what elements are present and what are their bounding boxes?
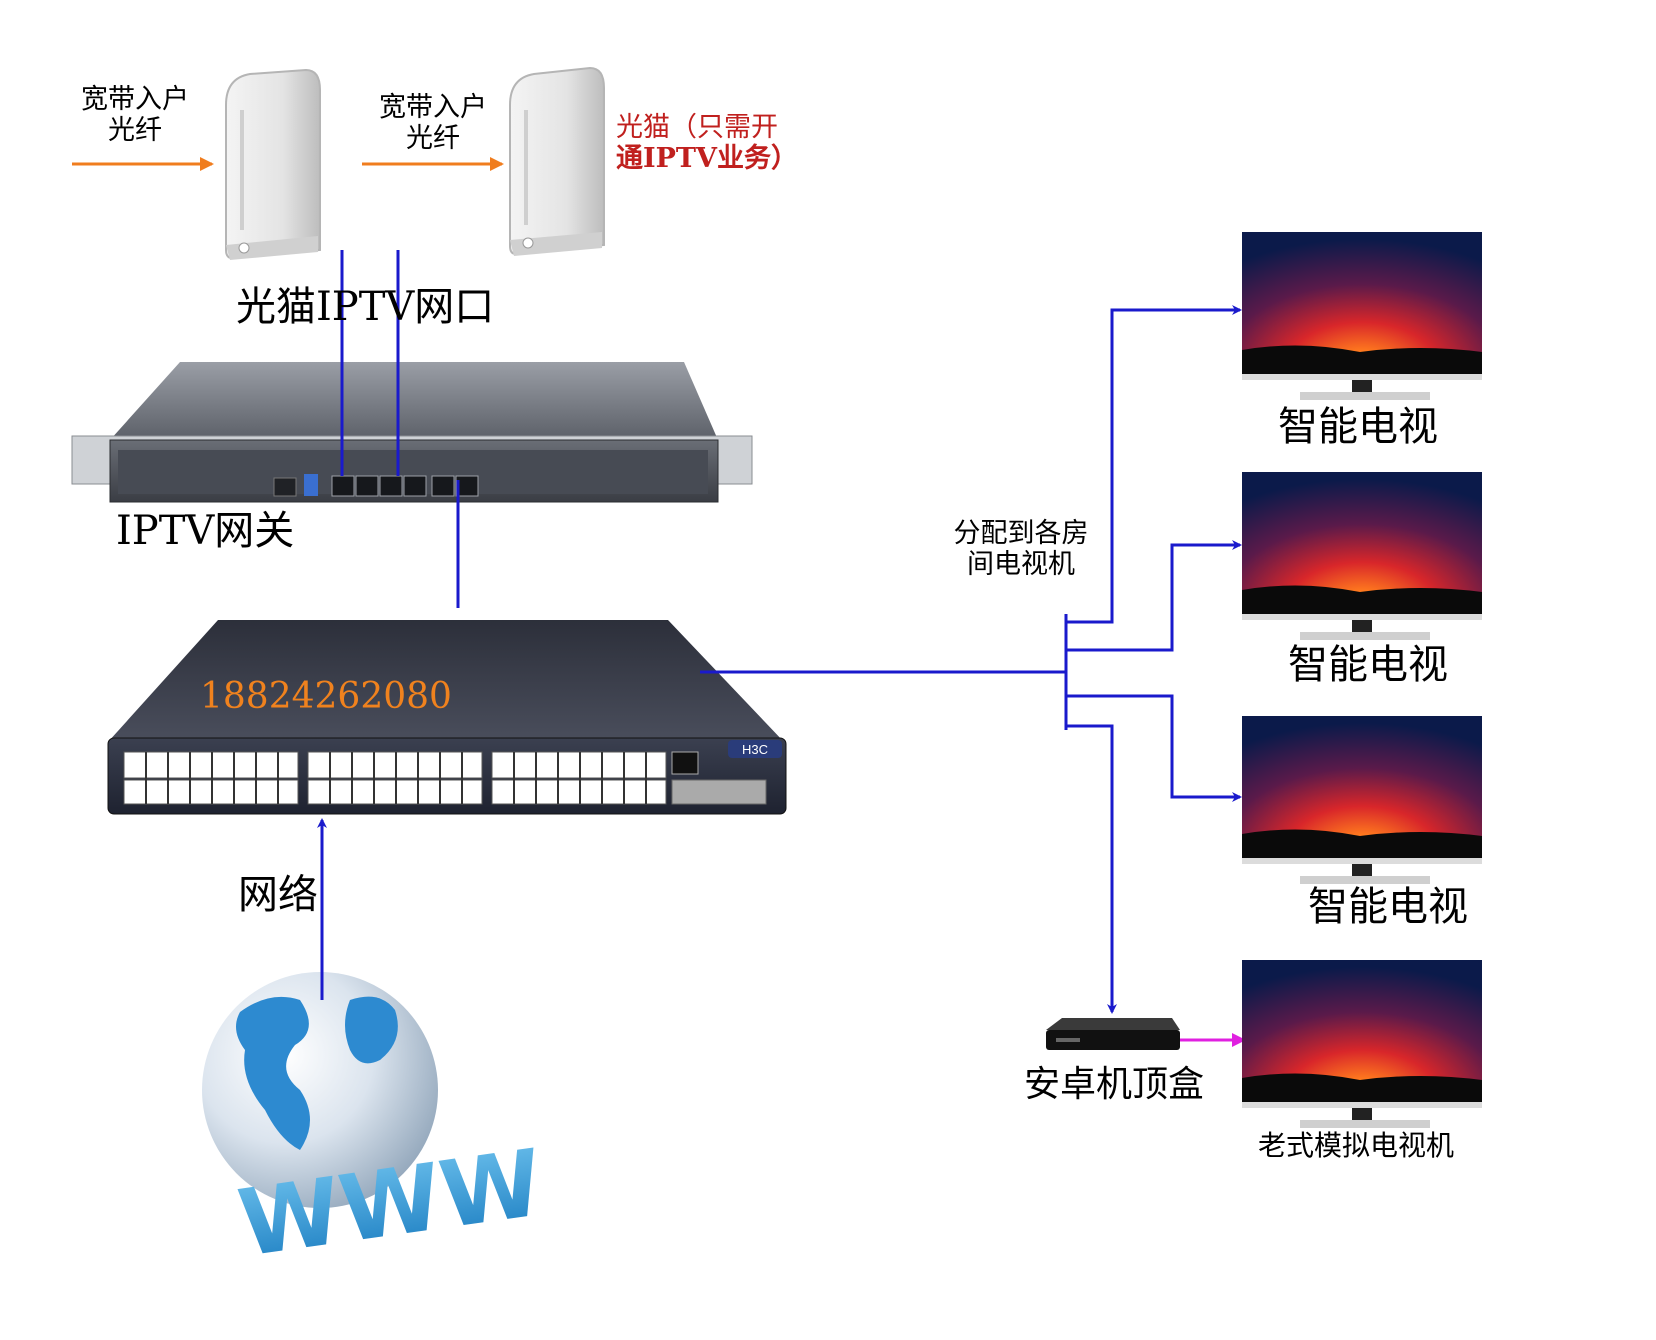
rack-gateway-icon — [71, 362, 753, 503]
tv-icon — [1242, 960, 1482, 1128]
optical-modem-icon — [509, 66, 605, 256]
distribute-label: 分配到各房 间电视机 — [946, 518, 1096, 580]
fiber-in-label-1: 宽带入户 光纤 — [80, 84, 190, 146]
optical-modem-icon — [225, 68, 321, 260]
fiber-in-label-2-line-2: 光纤 — [406, 123, 460, 155]
smart-tv-label-2: 智能电视 — [1288, 642, 1448, 688]
fiber-in-label-2-line-1: 宽带入户 — [379, 92, 487, 123]
distribute-label-line-2: 间电视机 — [967, 549, 1075, 581]
fiber-in-label-1-line-2: 光纤 — [108, 115, 162, 147]
smart-tv-label-1: 智能电视 — [1278, 404, 1438, 450]
globe-icon: WWW — [202, 972, 549, 1278]
set-top-box-icon — [1046, 1018, 1180, 1050]
modem-note-line-2: 通IPTV业务） — [616, 143, 798, 175]
link-lines — [317, 250, 1242, 1014]
smart-tv-label-3: 智能电视 — [1308, 884, 1468, 930]
network-label: 网络 — [238, 872, 318, 918]
tv-icon — [1242, 472, 1482, 640]
modem-note-line-1: 光猫（只需开 — [616, 112, 778, 143]
distribute-label-line-1: 分配到各房 — [953, 518, 1089, 549]
modem-note: 光猫（只需开 通IPTV业务） — [616, 112, 798, 174]
fiber-in-label-1-line-1: 宽带入户 — [81, 84, 189, 115]
network-switch-icon: H3C — [107, 620, 787, 815]
modem-port-label: 光猫IPTV网口 — [236, 284, 495, 330]
tv-icon — [1242, 232, 1482, 400]
old-tv-label: 老式模拟电视机 — [1258, 1129, 1455, 1162]
phone-number: 18824262080 — [200, 676, 452, 717]
tv-icon — [1242, 716, 1482, 884]
gateway-label: IPTV网关 — [116, 508, 295, 554]
fiber-in-label-2: 宽带入户 光纤 — [378, 92, 488, 154]
switch-brand-label: H3C — [742, 742, 768, 757]
stb-label: 安卓机顶盒 — [1024, 1064, 1205, 1105]
